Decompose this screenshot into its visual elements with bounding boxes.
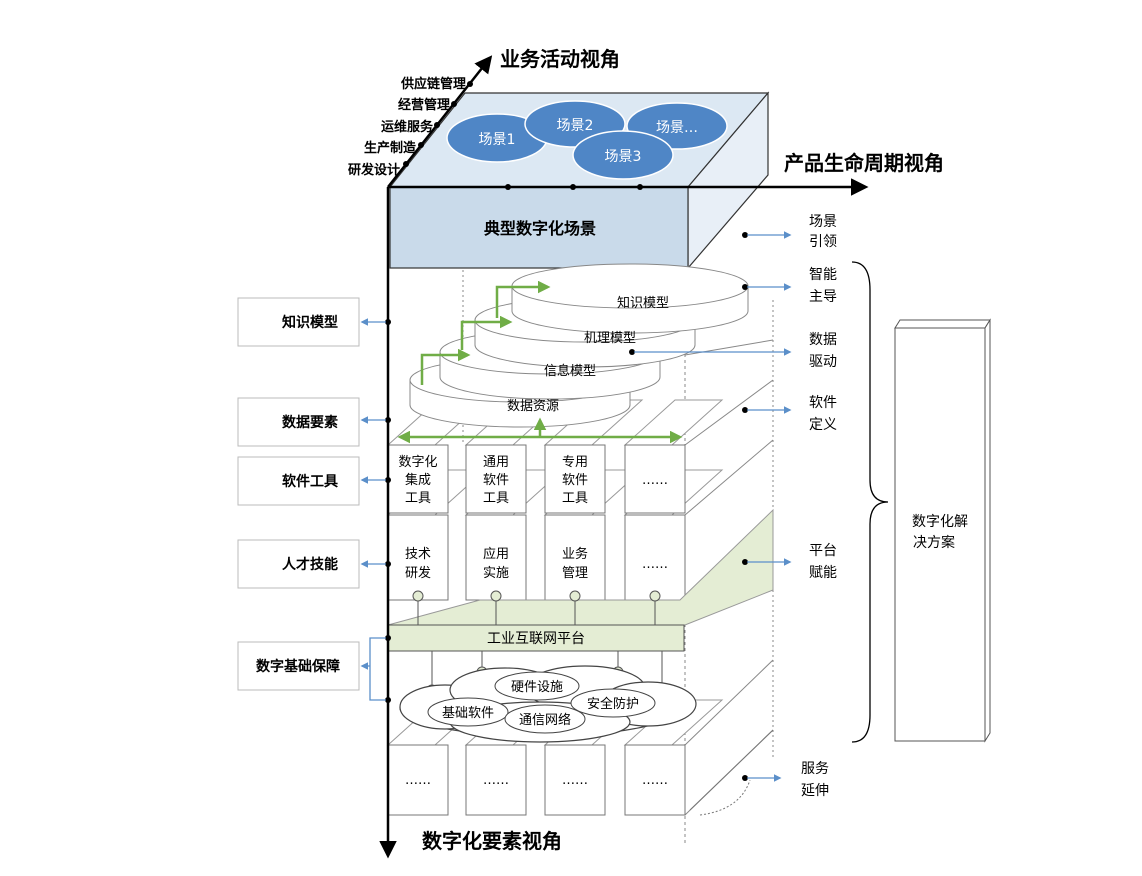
left-label-data: 数据要素	[282, 414, 338, 431]
bottom-side	[689, 729, 774, 816]
left-label-knowledge: 知识模型	[282, 314, 338, 331]
activity-supply-chain: 供应链管理	[400, 76, 466, 92]
scene-more-label: 场景…	[656, 120, 698, 136]
left-box-infra	[237, 641, 360, 691]
infra-network: 通信网络	[519, 712, 571, 728]
activity-manufacturing: 生产制造	[364, 140, 417, 156]
left-box-knowledge	[237, 297, 360, 347]
scene-2-label: 场景2	[557, 118, 594, 134]
tool-box-1	[387, 444, 449, 514]
infra-basic-software: 基础软件	[442, 706, 494, 721]
right-label-plat-1: 平台	[809, 543, 837, 559]
left-pointers	[360, 318, 386, 701]
tool-2-line-3: 工具	[483, 491, 509, 506]
tool-box-3	[544, 444, 606, 514]
skill-box-3	[544, 514, 606, 601]
bottom-box-3	[544, 744, 606, 816]
skill-1-line-1: 技术	[405, 547, 431, 562]
tool-1-line-2: 集成	[405, 472, 431, 488]
left-label-infra: 数字基础保障	[256, 658, 340, 675]
bottom-box-1	[387, 744, 449, 816]
bottom-box-4-label: ……	[642, 773, 668, 788]
axis-elements-label: 数字化要素视角	[422, 829, 562, 853]
tool-2-line-1: 通用	[483, 455, 509, 470]
scene-ellipses: 场景1 场景2 场景… 场景3	[446, 100, 728, 180]
tool-3-line-2: 软件	[562, 473, 588, 488]
scene-3	[572, 130, 674, 180]
left-labels: 知识模型 数据要素 软件工具 人才技能 数字基础保障	[237, 297, 360, 691]
tool-3-line-1: 专用	[562, 455, 588, 470]
bottom-box-2	[465, 744, 527, 816]
bottom-box-1-label: ……	[405, 773, 431, 788]
activity-operation-mgmt: 经营管理	[398, 97, 450, 113]
left-box-data	[237, 397, 360, 447]
skill-2-line-2: 实施	[483, 566, 509, 581]
tool-1-line-1: 数字化	[398, 455, 437, 470]
right-label-scene-2: 引领	[809, 234, 837, 250]
right-label-plat-2: 赋能	[809, 565, 837, 581]
infra-hardware: 硬件设施	[511, 680, 563, 695]
right-label-soft-2: 定义	[809, 417, 837, 433]
scene-front-face	[389, 186, 689, 269]
right-brace	[851, 261, 889, 743]
bottom-row	[387, 744, 686, 816]
solution-box	[894, 318, 991, 743]
skill-3-line-2: 管理	[562, 566, 588, 581]
platform-connectors-top	[412, 590, 661, 625]
skill-3-line-1: 业务	[562, 546, 588, 562]
model-mechanism-label: 机理模型	[584, 331, 636, 346]
axis-business-label: 业务活动视角	[500, 47, 620, 71]
skill-2-line-1: 应用	[483, 546, 509, 562]
bottom-box-4	[624, 744, 686, 816]
platform-label: 工业互联网平台	[487, 631, 585, 647]
left-label-software: 软件工具	[282, 473, 338, 490]
model-stack	[409, 263, 749, 428]
left-label-talent: 人才技能	[282, 556, 338, 573]
tools-row	[387, 444, 686, 514]
scene-1-label: 场景1	[479, 132, 516, 148]
platform-top-face	[387, 508, 774, 626]
bottom-box-2-label: ……	[483, 773, 509, 788]
activity-rnd: 研发设计	[348, 162, 400, 178]
right-label-data-1: 数据	[809, 332, 837, 348]
skills-row	[387, 514, 686, 601]
right-label-svc-2: 延伸	[801, 783, 829, 799]
left-box-talent	[237, 539, 360, 589]
right-label-data-2: 驱动	[809, 354, 837, 370]
right-label-intel-1: 智能	[809, 267, 837, 283]
tool-2-line-2: 软件	[483, 473, 509, 488]
skill-4-line-1: ……	[642, 557, 668, 572]
right-pointers	[634, 231, 792, 782]
green-arrows	[397, 280, 683, 444]
cloud-inner-shapes	[427, 671, 656, 734]
right-label-svc-1: 服务	[801, 761, 829, 777]
tool-4-line-1: ……	[642, 473, 668, 488]
tool-1-line-3: 工具	[405, 491, 431, 506]
model-data-label: 数据资源	[507, 399, 559, 414]
bottom-box-3-label: ……	[562, 773, 588, 788]
left-box-software	[237, 456, 360, 506]
skill-1-line-2: 研发	[405, 565, 431, 581]
model-info-label: 信息模型	[544, 363, 596, 379]
skill-box-2	[465, 514, 527, 601]
tool-box-2	[465, 444, 527, 514]
scene-3-label: 场景3	[605, 149, 642, 165]
typical-scene-label: 典型数字化场景	[484, 219, 596, 238]
right-label-soft-1: 软件	[809, 395, 837, 411]
activity-maintenance: 运维服务	[381, 119, 434, 135]
axis-lifecycle-label: 产品生命周期视角	[784, 151, 944, 175]
right-label-intel-2: 主导	[809, 289, 837, 305]
axis-dots	[385, 81, 748, 781]
model-knowledge-label: 知识模型	[617, 295, 669, 311]
tool-box-4	[624, 444, 686, 514]
tool-3-line-3: 工具	[562, 491, 588, 506]
solution-line-1: 数字化解	[912, 514, 968, 530]
infra-security: 安全防护	[587, 696, 639, 712]
solution-line-2: 决方案	[913, 534, 955, 551]
right-label-scene-1: 场景	[809, 214, 837, 230]
